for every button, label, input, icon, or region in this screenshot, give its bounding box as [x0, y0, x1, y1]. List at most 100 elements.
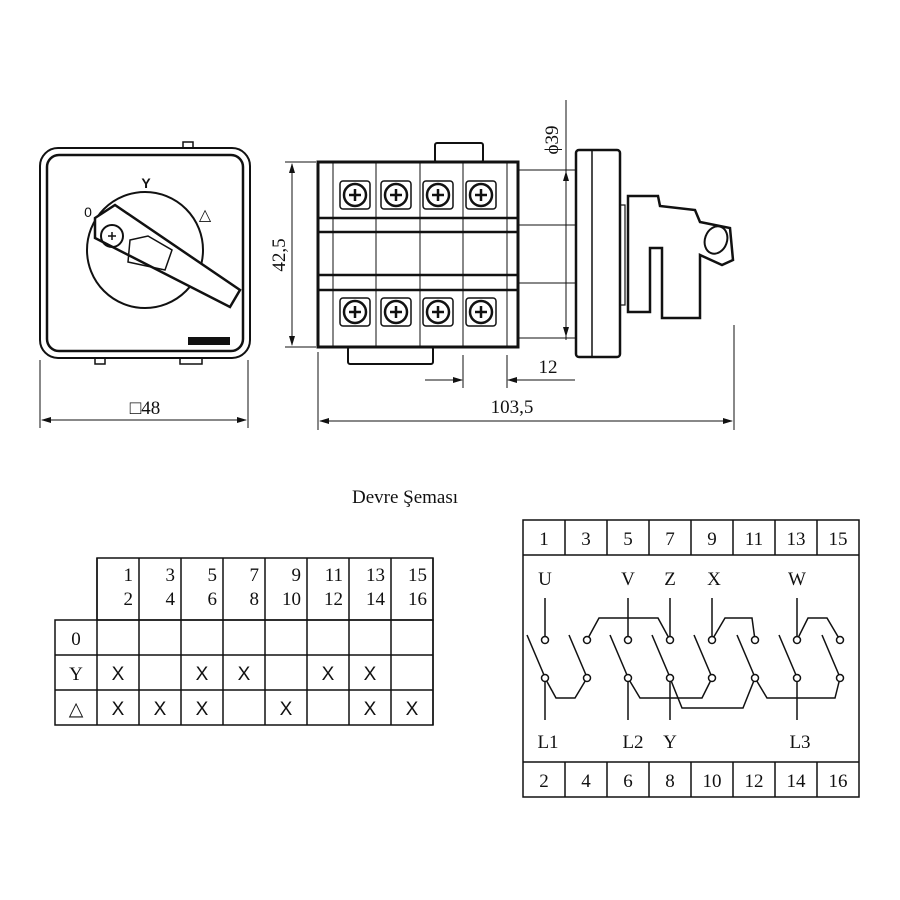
terminal-node: [707, 635, 717, 645]
column-header-terminal: 8: [250, 589, 260, 610]
switch-contact: [651, 634, 670, 676]
column-header-terminal: 15: [408, 565, 427, 586]
motor-winding-label: X: [707, 569, 721, 590]
dimension-height: 42,5: [269, 238, 290, 271]
row-label-position: △: [69, 699, 84, 720]
side-view: ϕ39 42,5 12 103,5: [269, 100, 735, 430]
terminal-number-top: 9: [707, 529, 717, 550]
terminal-node: [792, 635, 802, 645]
terminal-node: [582, 673, 592, 683]
terminal-screw-icon: [425, 299, 451, 325]
position-label-y: Y: [141, 175, 151, 191]
table-cell: X: [364, 664, 377, 685]
row-label-position: 0: [71, 629, 81, 650]
row-label-position: Y: [69, 664, 83, 685]
switch-contact: [693, 634, 712, 676]
column-header-terminal: 10: [282, 589, 301, 610]
column-header-terminal: 11: [325, 565, 343, 586]
column-header-terminal: 13: [366, 565, 385, 586]
dimension-width: □48: [130, 398, 160, 419]
dimension-diameter: ϕ39: [542, 125, 563, 154]
terminal-node: [665, 635, 675, 645]
dimension-length: 103,5: [491, 397, 534, 418]
terminal-number-bottom: 2: [539, 771, 549, 792]
column-header-terminal: 9: [292, 565, 302, 586]
table-cell: X: [238, 664, 251, 685]
terminal-node: [750, 673, 760, 683]
terminal-screw-icon: [342, 182, 368, 208]
column-header-terminal: 16: [408, 589, 427, 610]
column-header-terminal: 14: [366, 589, 386, 610]
terminal-block: [339, 297, 371, 327]
wire: [627, 677, 713, 699]
position-label-0: 0: [84, 204, 92, 220]
switch-contact: [568, 634, 587, 676]
position-label-delta: △: [199, 207, 212, 224]
handle-side: [626, 194, 735, 320]
terminal-number-bottom: 12: [745, 771, 764, 792]
terminal-node: [665, 673, 675, 683]
column-header-terminal: 2: [124, 589, 134, 610]
rotary-dial: [86, 191, 204, 309]
terminal-block: [380, 180, 412, 210]
terminal-block: [422, 297, 454, 327]
terminal-node: [835, 673, 845, 683]
terminal-number-bottom: 16: [829, 771, 848, 792]
switch-contact: [778, 634, 797, 676]
table-cell: X: [112, 664, 125, 685]
terminal-block: [465, 180, 497, 210]
wire: [544, 677, 588, 699]
wire: [711, 617, 756, 641]
wire: [754, 677, 841, 699]
wire: [796, 617, 841, 641]
terminal-node: [582, 635, 592, 645]
front-view: Y 0 △ □48: [39, 141, 251, 428]
table-cell: X: [406, 699, 419, 720]
motor-winding-label: V: [621, 569, 635, 590]
terminal-node: [707, 673, 717, 683]
table-cell: X: [196, 664, 209, 685]
terminal-number-top: 15: [829, 529, 848, 550]
column-header-terminal: 3: [166, 565, 176, 586]
line-label: L1: [537, 732, 558, 753]
terminal-node: [750, 635, 760, 645]
terminal-node: [623, 635, 633, 645]
terminal-number-top: 7: [665, 529, 675, 550]
switch-contact: [609, 634, 628, 676]
table-cell: X: [112, 699, 125, 720]
terminal-block: [339, 180, 371, 210]
terminal-node: [792, 673, 802, 683]
motor-winding-label: U: [538, 569, 552, 590]
switch-contact: [736, 634, 755, 676]
terminal-number-top: 11: [745, 529, 763, 550]
column-header-terminal: 12: [324, 589, 343, 610]
table-cell: X: [364, 699, 377, 720]
terminal-node: [540, 635, 550, 645]
line-label: Y: [663, 732, 677, 753]
screw-icon: [100, 224, 124, 248]
terminal-number-bottom: 6: [623, 771, 633, 792]
table-cell: X: [322, 664, 335, 685]
terminal-screw-icon: [468, 182, 494, 208]
terminal-block: [422, 180, 454, 210]
terminal-number-bottom: 10: [703, 771, 722, 792]
switch-contact: [821, 634, 840, 676]
terminal-node: [540, 673, 550, 683]
wire: [669, 677, 756, 709]
terminal-screw-icon: [383, 182, 409, 208]
column-header-terminal: 4: [166, 589, 176, 610]
terminal-node: [835, 635, 845, 645]
line-label: L3: [789, 732, 810, 753]
terminal-number-top: 13: [787, 529, 806, 550]
table-cell: X: [280, 699, 293, 720]
label-plate: [188, 337, 230, 345]
terminal-number-top: 5: [623, 529, 633, 550]
dimension-pitch: 12: [539, 357, 558, 378]
terminal-screw-icon: [383, 299, 409, 325]
terminal-screw-icon: [468, 299, 494, 325]
terminal-block: [380, 297, 412, 327]
motor-winding-label: Z: [664, 569, 676, 590]
switch-handle[interactable]: [93, 203, 242, 309]
